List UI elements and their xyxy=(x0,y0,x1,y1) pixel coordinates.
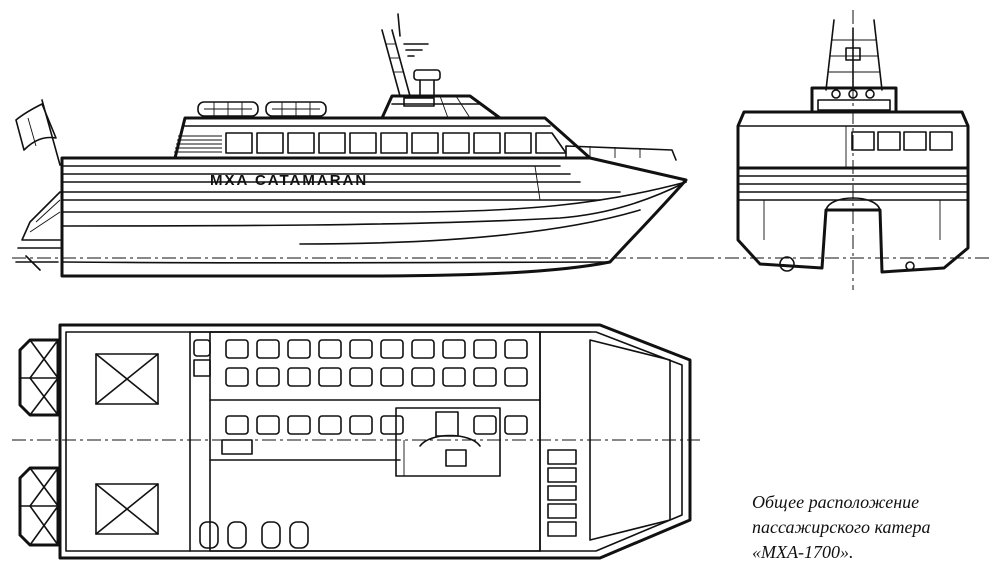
drawing-caption: Общее расположение пассажирского катера … xyxy=(752,490,992,565)
radar-mast-icon xyxy=(381,13,441,97)
bench-seats xyxy=(199,521,309,549)
seat-block-upper xyxy=(225,339,528,387)
forward-stair xyxy=(547,449,577,537)
side-view: MXA CATAMARAN xyxy=(12,13,700,278)
caption-line-2: пассажирского катера xyxy=(752,517,931,537)
helm-station xyxy=(395,407,501,477)
caption-line-1: Общее расположение xyxy=(752,492,920,512)
saloon-windows xyxy=(225,132,567,154)
outboard-unit-icon xyxy=(18,338,60,547)
life-raft-icon xyxy=(197,101,327,117)
flag-icon xyxy=(15,99,61,166)
engine-hatch xyxy=(95,353,159,535)
plan-view xyxy=(12,323,700,560)
front-view xyxy=(700,10,990,290)
caption-line-3: «МХА-1700». xyxy=(752,542,854,562)
hull-name-label: MXA CATAMARAN xyxy=(210,172,368,189)
seat-block-middle xyxy=(221,415,528,455)
